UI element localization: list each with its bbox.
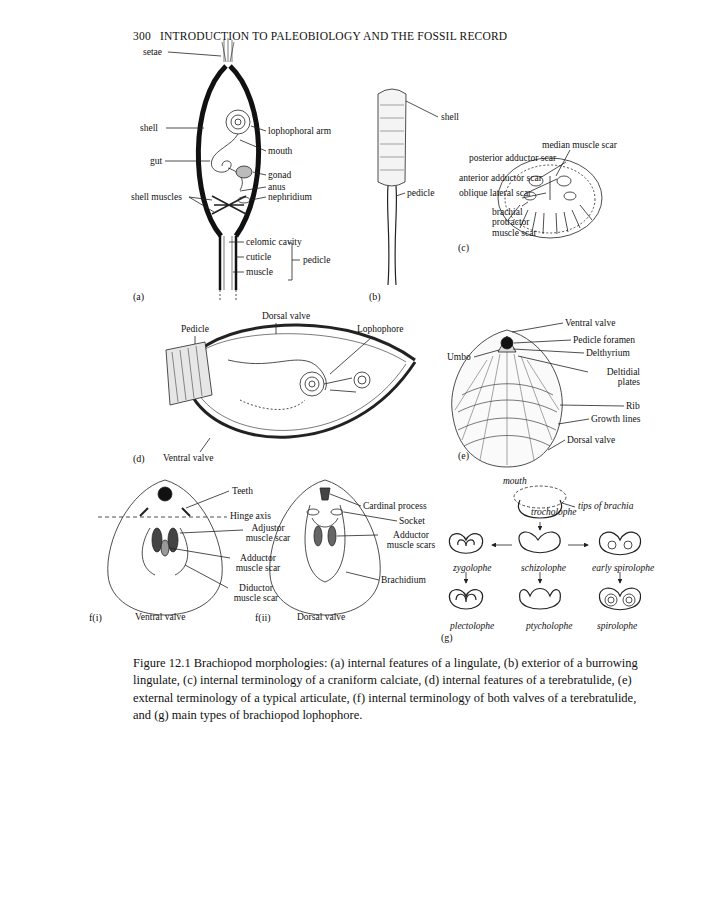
label: Pedicle foramen [573,335,635,345]
label: Hinge axis [230,511,271,521]
label: anus [268,182,285,192]
label: Rib [626,401,640,411]
label: shell [140,123,158,133]
label: Adductor muscle scar [232,553,284,574]
label: mouth [503,476,527,486]
label: tips of brachia [578,501,633,511]
label: Lophophore [357,324,403,334]
label: 300 [133,30,151,43]
label: Diductor muscle scar [230,583,282,604]
label: Delthyrium [586,348,630,358]
label: spirolophe [597,621,637,631]
label: posterior adductor scar [469,153,556,163]
label: Pedicle [181,324,209,334]
label: (e) [458,450,469,461]
label: nephridium [268,192,312,202]
figure-caption: Figure 12.1 Brachiopod morphologies: (a)… [133,655,645,724]
label: f(ii) [255,612,271,623]
label: celomic cavity [246,237,302,247]
label: early spirolophe [592,563,654,573]
label: shell [441,112,459,122]
label: gut [150,156,162,166]
label: plectolophe [450,621,494,631]
label: Dorsal valve [297,612,345,622]
label: (a) [133,291,144,302]
label: oblique lateral scar [459,188,531,198]
label: brachial protractor muscle scar [492,207,554,238]
label: Adjustor muscle scar [245,523,291,544]
label: setae [143,47,162,57]
label: Adductor muscle scars [380,530,442,551]
label: median muscle scar [542,140,617,150]
label: (b) [369,291,381,302]
label: Deltidial plates [590,367,640,388]
label: cuticle [246,252,271,262]
label: trocholophe [531,507,577,517]
label: Ventral valve [135,612,185,622]
label: muscle [246,267,273,277]
label: Dorsal valve [567,435,615,445]
label: (d) [133,453,145,464]
label: shell muscles [131,192,182,202]
label: INTRODUCTION TO PALEOBIOLOGY AND THE FOS… [160,30,507,43]
label: Growth lines [591,414,640,424]
label: pedicle [303,255,330,265]
label: Socket [399,516,425,526]
label: f(i) [89,612,102,623]
label: pedicle [407,188,434,198]
label: (c) [458,242,469,253]
label: Cardinal process [363,501,427,511]
label: mouth [268,146,292,156]
label: Dorsal valve [262,311,310,321]
label: zygolophe [453,563,492,573]
label: Teeth [232,486,253,496]
label: gonad [268,170,291,180]
label: (g) [441,632,453,643]
label: Brachidium [381,575,426,585]
label: Umbo [447,352,471,362]
label: Ventral valve [565,318,615,328]
label: anterior adductor scar [459,173,542,183]
label: Ventral valve [163,453,213,463]
label: lophophoral arm [268,126,331,136]
label: schizolophe [521,563,566,573]
label: ptycholophe [526,621,572,631]
